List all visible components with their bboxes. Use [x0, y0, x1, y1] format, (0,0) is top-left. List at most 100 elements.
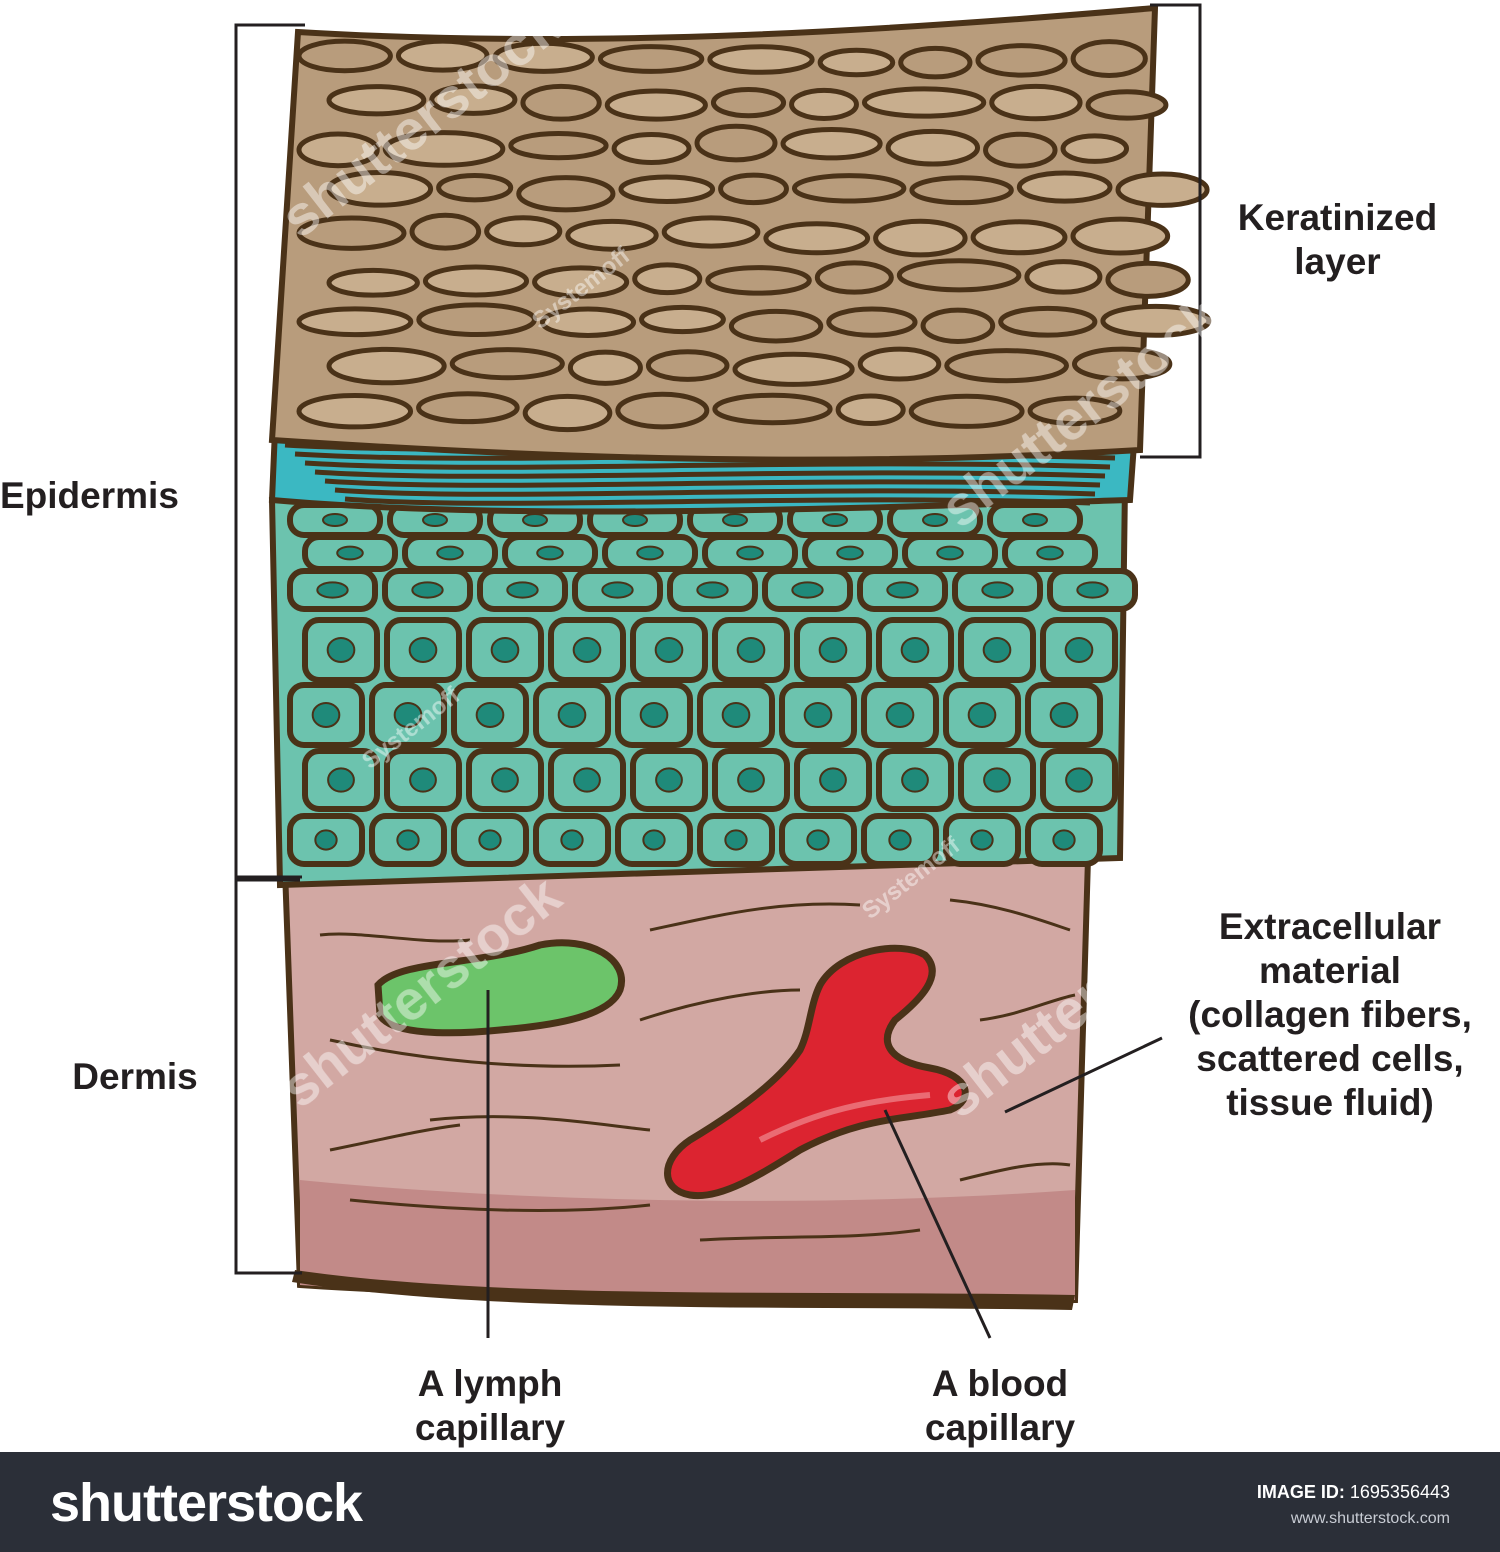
cell-nucleus — [490, 637, 520, 663]
keratin-flake — [896, 258, 1022, 293]
cell-nucleus — [819, 767, 847, 793]
keratin-flake — [645, 349, 730, 382]
cell-nucleus — [475, 702, 505, 728]
label-epidermis: Epidermis — [0, 475, 179, 516]
granular-line — [304, 460, 1111, 470]
label-blood-capillary: A blood capillary — [924, 1363, 1076, 1448]
keratin-flake — [508, 130, 609, 161]
keratin-flake — [326, 169, 434, 208]
keratin-flake — [567, 349, 643, 386]
cell-nucleus — [696, 581, 729, 599]
cell-nucleus — [411, 581, 444, 599]
collagen-fiber — [699, 1228, 921, 1242]
cell-nucleus — [983, 767, 1011, 793]
collagen-fiber — [649, 902, 861, 932]
cell-nucleus — [422, 513, 448, 527]
keratin-flake — [707, 44, 815, 75]
keratin-flake — [857, 346, 942, 382]
keratin-flake — [1070, 216, 1171, 256]
keratin-flake — [1100, 303, 1212, 338]
label-dermis: Dermis — [72, 1056, 198, 1097]
granular-line — [344, 496, 1091, 506]
keratin-flake — [817, 47, 896, 78]
cell-nucleus — [901, 767, 929, 793]
cell-nucleus — [314, 829, 338, 851]
cell-nucleus — [836, 545, 864, 561]
keratin-flake — [791, 173, 907, 204]
cell-nucleus — [316, 581, 349, 599]
keratin-flake — [814, 260, 894, 295]
collagen-fibers — [319, 898, 1076, 1242]
stock-footer-bar: shutterstock IMAGE ID: 1695356443 www.sh… — [0, 1452, 1500, 1552]
keratin-flake — [539, 306, 637, 338]
keratin-flake — [789, 87, 859, 122]
cell-nucleus — [655, 767, 683, 793]
keratin-flake — [898, 45, 973, 80]
cell-nucleus — [622, 513, 648, 527]
keratin-flake — [296, 131, 380, 169]
keratin-flake — [661, 215, 761, 249]
keratin-flake — [908, 393, 1025, 429]
keratin-flake — [826, 306, 918, 338]
blood-capillary — [664, 944, 969, 1200]
cell-nucleus — [326, 637, 356, 663]
cell-nucleus — [886, 581, 919, 599]
cell-nucleus — [636, 545, 664, 561]
cell-nucleus — [818, 637, 848, 663]
cell-nucleus — [967, 702, 997, 728]
blood-leader-line — [883, 1109, 992, 1339]
keratin-flake — [873, 218, 968, 258]
cell-nucleus — [722, 513, 748, 527]
collagen-fiber — [979, 993, 1076, 1022]
keratin-flake — [1060, 133, 1130, 164]
keratin-flake — [694, 123, 778, 163]
cell-nucleus — [936, 545, 964, 561]
keratin-flake — [998, 305, 1098, 338]
cell-nucleus — [885, 702, 915, 728]
cell-nucleus — [981, 581, 1014, 599]
keratin-flake — [1085, 89, 1169, 121]
collagen-fiber — [429, 1115, 651, 1132]
lymph-capillary — [374, 939, 625, 1037]
cell-nucleus — [888, 829, 912, 851]
keratin-flake — [326, 267, 420, 298]
keratin-flake — [449, 347, 565, 381]
keratin-flake — [885, 128, 981, 167]
cell-nucleus — [737, 767, 765, 793]
label-lymph-capillary: A lymph capillary — [414, 1363, 566, 1448]
cell-nucleus — [803, 702, 833, 728]
cell-nucleus — [536, 545, 564, 561]
cell-nucleus — [982, 637, 1012, 663]
collagen-fiber — [329, 1123, 461, 1152]
tissue-illustration — [268, 4, 1212, 1310]
keratinized-bracket — [1140, 3, 1202, 459]
keratin-flake — [944, 348, 1069, 384]
keratin-flake — [983, 131, 1058, 169]
cell-nucleus — [654, 637, 684, 663]
keratin-flake — [296, 215, 407, 251]
cell-nucleus — [560, 829, 584, 851]
keratin-flake — [429, 83, 518, 116]
keratin-flake — [296, 38, 393, 74]
keratinocyte-cells — [287, 502, 1138, 867]
cell-nucleus — [900, 637, 930, 663]
keratin-flake — [409, 212, 482, 251]
cell-nucleus — [970, 829, 994, 851]
granular-line — [334, 487, 1096, 497]
keratin-flake — [1115, 171, 1210, 208]
keratin-flake — [763, 221, 871, 256]
image-id-value: 1695356443 — [1349, 1482, 1450, 1502]
cell-nucleus — [1022, 513, 1048, 527]
keratin-flake — [326, 346, 447, 386]
keratin-flake — [296, 306, 414, 338]
cell-nucleus — [396, 829, 420, 851]
keratin-flake — [970, 219, 1068, 256]
keratin-flake — [718, 172, 789, 206]
cell-nucleus — [736, 637, 766, 663]
keratin-flake — [436, 172, 514, 203]
keratin-flake — [522, 393, 613, 433]
dermis-bracket — [234, 878, 302, 1275]
keratin-flake — [909, 175, 1014, 206]
keratin-flake — [395, 38, 490, 73]
cell-nucleus — [922, 513, 948, 527]
